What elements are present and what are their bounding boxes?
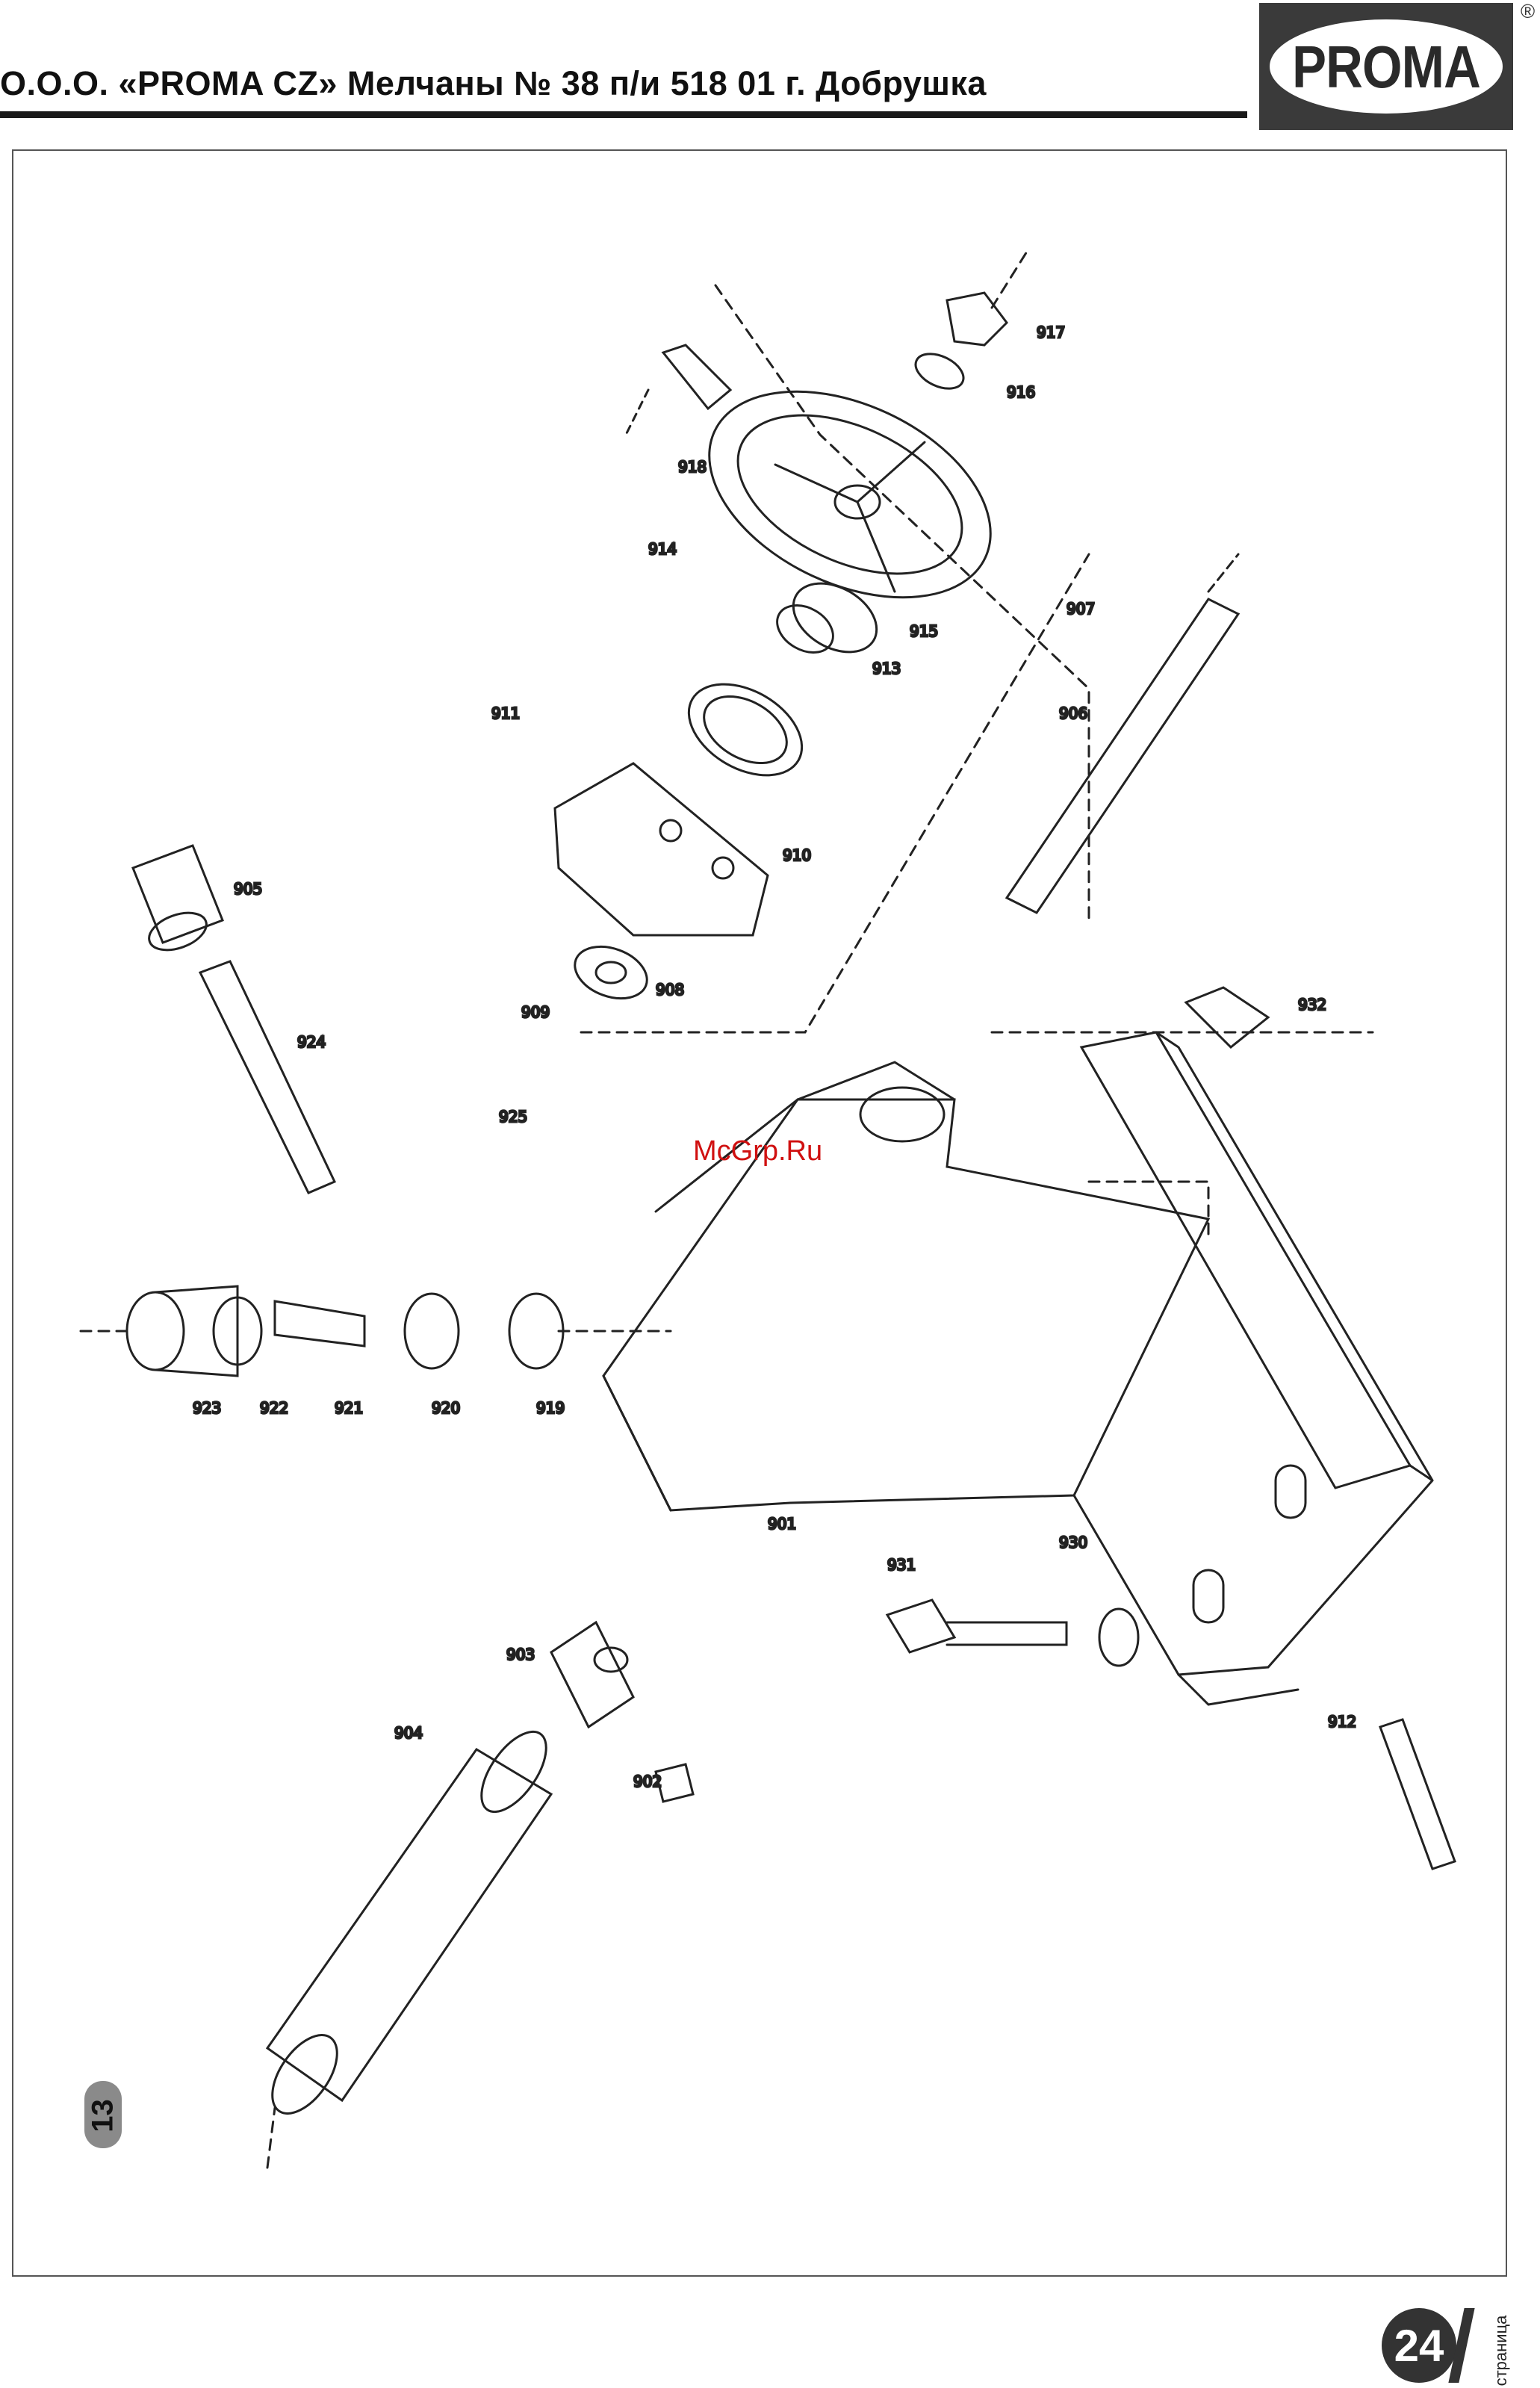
part-labels: 901 902 903 904 905 906 907 908 909 910 … xyxy=(193,323,1356,1790)
figure-number: 13 xyxy=(87,2082,120,2150)
part-908-nut xyxy=(568,937,654,1008)
part-903-sleeve xyxy=(551,1622,633,1727)
label-925: 925 xyxy=(499,1108,527,1126)
page-word-label: страница xyxy=(1486,2316,1516,2387)
label-914: 914 xyxy=(648,540,677,558)
part-base-plate xyxy=(1074,1032,1432,1705)
label-922: 922 xyxy=(260,1399,288,1417)
label-924: 924 xyxy=(297,1033,326,1051)
part-914-ring xyxy=(673,666,818,794)
label-912: 912 xyxy=(1328,1713,1356,1731)
page-word: страница xyxy=(1491,2313,1511,2388)
registered-mark: ® xyxy=(1521,0,1535,23)
logo-text: PROMA xyxy=(1277,39,1495,96)
label-904: 904 xyxy=(394,1724,423,1742)
label-902: 902 xyxy=(633,1773,662,1790)
part-928-plate xyxy=(1186,987,1268,1047)
watermark: McGrp.Ru xyxy=(693,1135,822,1167)
label-919: 919 xyxy=(536,1399,565,1417)
label-916: 916 xyxy=(1007,383,1035,401)
part-915-handwheel xyxy=(677,350,1023,639)
label-931: 931 xyxy=(887,1556,916,1574)
label-910: 910 xyxy=(783,846,811,864)
part-918-bolt xyxy=(626,345,730,435)
part-931-bolt xyxy=(887,1600,1138,1666)
part-910-block xyxy=(555,763,768,935)
label-905: 905 xyxy=(234,880,262,898)
label-920: 920 xyxy=(432,1399,460,1417)
part-906-leadscrew xyxy=(1007,554,1238,913)
figure-number-badge: 13 xyxy=(84,2081,122,2148)
header-rule xyxy=(0,111,1247,118)
page-number: 24 xyxy=(1382,2320,1456,2372)
page-number-badge: 24 xyxy=(1382,2308,1479,2383)
parts-row-919-923 xyxy=(81,1286,671,1376)
label-908: 908 xyxy=(656,981,684,999)
part-904-tube xyxy=(259,1721,559,2168)
part-917-bolt xyxy=(910,248,1029,395)
label-923: 923 xyxy=(193,1399,221,1417)
part-912-rod xyxy=(1380,1719,1455,1869)
label-932: 932 xyxy=(1298,996,1326,1014)
label-911: 911 xyxy=(491,704,520,722)
company-header: О.О.О. «PROMA CZ» Мелчаны № 38 п/и 518 0… xyxy=(0,64,987,103)
proma-logo: PROMA xyxy=(1259,3,1513,130)
label-906: 906 xyxy=(1059,704,1087,722)
part-913-collar xyxy=(769,569,889,666)
part-924-shaft xyxy=(200,961,335,1193)
label-913: 913 xyxy=(872,660,901,677)
label-909: 909 xyxy=(521,1003,550,1021)
label-918: 918 xyxy=(678,458,707,476)
label-907: 907 xyxy=(1066,600,1095,618)
label-917: 917 xyxy=(1037,323,1065,341)
label-915: 915 xyxy=(910,622,938,640)
label-901: 901 xyxy=(768,1515,796,1533)
label-930: 930 xyxy=(1059,1533,1087,1551)
part-925-bushing xyxy=(133,846,223,957)
exploded-parts-drawing: 901 902 903 904 905 906 907 908 909 910 … xyxy=(12,149,1507,2277)
part-901-body xyxy=(603,1062,1208,1510)
label-903: 903 xyxy=(506,1646,535,1663)
label-921: 921 xyxy=(335,1399,363,1417)
